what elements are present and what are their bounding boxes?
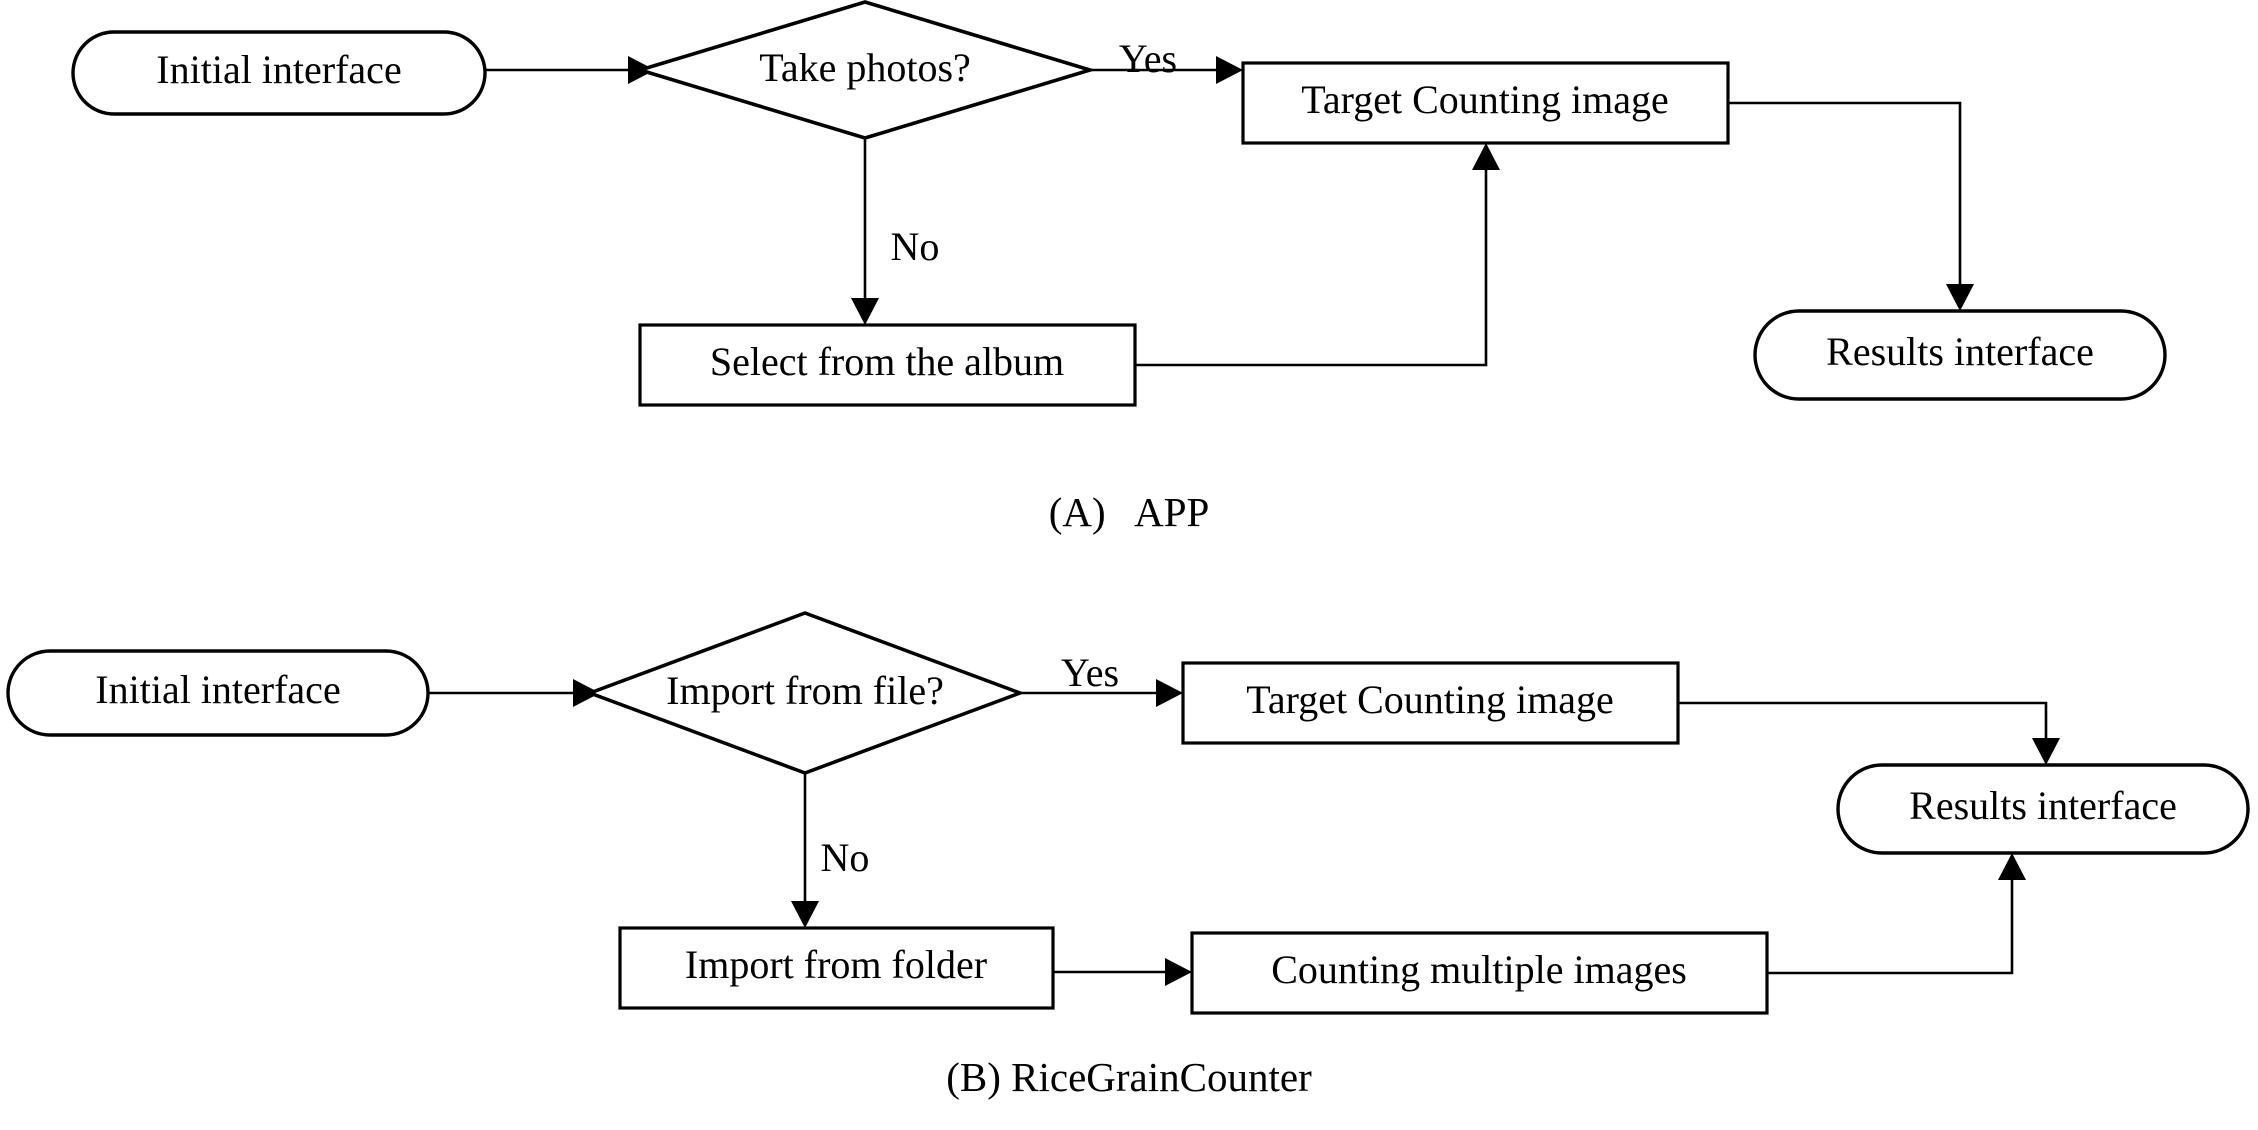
arrowhead-icon xyxy=(2032,738,2060,765)
node-shape-diamond xyxy=(633,0,1097,140)
edge-target-to-results xyxy=(1728,101,1974,311)
panel-b: Yes No xyxy=(6,611,2250,1015)
edge-decision-yes-to-target: Yes xyxy=(1090,36,1243,84)
node-results-interface-b[interactable]: Results interface xyxy=(1836,763,2250,855)
edge-album-to-target xyxy=(1135,143,1500,367)
node-target-counting-image-b[interactable]: Target Counting image xyxy=(1181,661,1680,745)
edge-decision-no-to-folder-b: No xyxy=(791,773,869,928)
node-shape-rect xyxy=(618,926,1055,1010)
edge-target-to-results-b xyxy=(1678,701,2060,765)
node-target-counting-image-a[interactable]: Target Counting image xyxy=(1241,61,1730,145)
arrowhead-icon xyxy=(851,298,879,325)
node-label: Import from folder xyxy=(685,942,987,987)
node-initial-interface-b[interactable]: Initial interface xyxy=(6,649,430,737)
node-take-photos-decision[interactable]: Take photos? xyxy=(633,0,1097,140)
edge-decision-no-to-album: No xyxy=(851,138,939,325)
arrowhead-icon xyxy=(1165,958,1192,986)
edge-multi-to-results xyxy=(1767,853,2026,975)
node-shape-diamond xyxy=(584,611,1026,775)
node-results-interface-a[interactable]: Results interface xyxy=(1753,309,2167,401)
arrowhead-icon xyxy=(1472,143,1500,170)
arrowhead-icon xyxy=(1156,679,1183,707)
panel-b-caption: (B) RiceGrainCounter xyxy=(946,1054,1312,1100)
arrowhead-icon xyxy=(1998,853,2026,880)
node-shape-rect xyxy=(638,323,1137,407)
node-shape-rect xyxy=(1190,931,1769,1015)
edge-decision-yes-to-target-b: Yes xyxy=(1020,650,1183,707)
panel-a-caption: (A) APP xyxy=(1048,489,1210,535)
node-label: Results interface xyxy=(1909,783,2177,828)
arrowhead-icon xyxy=(791,901,819,928)
node-label: Import from file? xyxy=(666,668,944,713)
node-shape-rect xyxy=(1181,661,1680,745)
edge-line xyxy=(1767,880,2014,975)
node-select-from-album[interactable]: Select from the album xyxy=(638,323,1137,407)
node-counting-multiple-images[interactable]: Counting multiple images xyxy=(1190,931,1769,1015)
node-import-from-file-decision[interactable]: Import from file? xyxy=(584,611,1026,775)
edge-line xyxy=(1678,701,2048,738)
node-shape-rounded xyxy=(6,649,430,737)
node-shape-rounded xyxy=(71,30,487,116)
node-label: Select from the album xyxy=(710,339,1064,384)
node-label: Take photos? xyxy=(759,45,971,90)
node-initial-interface-a[interactable]: Initial interface xyxy=(71,30,487,116)
panel-a-edges: Yes No xyxy=(485,36,1974,367)
edge-label-yes: Yes xyxy=(1061,650,1119,695)
node-label: Initial interface xyxy=(156,47,401,92)
node-label: Counting multiple images xyxy=(1271,947,1687,992)
edge-initial-to-decision-b xyxy=(428,679,600,707)
panel-b-edges: Yes No xyxy=(428,650,2060,986)
edge-line xyxy=(1728,101,1962,284)
node-import-from-folder[interactable]: Import from folder xyxy=(618,926,1055,1010)
node-label: Results interface xyxy=(1826,329,2094,374)
edge-line xyxy=(1135,170,1488,367)
edge-folder-to-multi xyxy=(1053,958,1192,986)
node-shape-rect xyxy=(1241,61,1730,145)
arrowhead-icon xyxy=(1216,56,1243,84)
panel-a: Yes No xyxy=(71,0,2167,407)
arrowhead-icon xyxy=(1946,284,1974,311)
edge-initial-to-decision xyxy=(485,56,655,84)
edge-label-no: No xyxy=(821,835,870,880)
node-shape-rounded xyxy=(1753,309,2167,401)
node-label: Initial interface xyxy=(95,667,340,712)
node-shape-rounded xyxy=(1836,763,2250,855)
edge-label-yes: Yes xyxy=(1119,36,1177,81)
node-label: Target Counting image xyxy=(1301,77,1669,122)
edge-label-no: No xyxy=(891,224,940,269)
node-label: Target Counting image xyxy=(1246,677,1614,722)
